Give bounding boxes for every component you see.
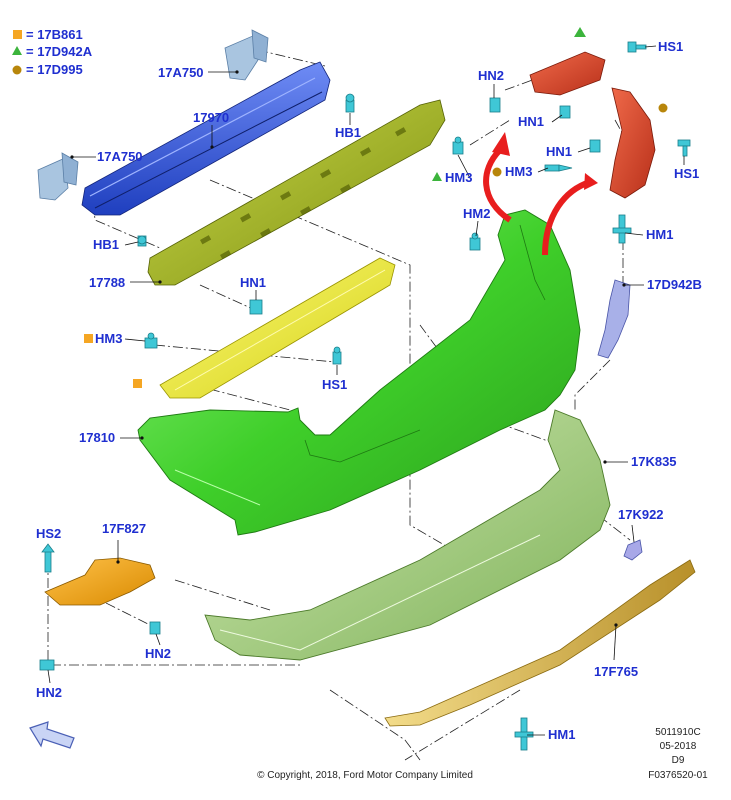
triangle-marker-icon (574, 27, 586, 37)
arrow-head-icon (492, 132, 510, 156)
orientation-arrow-icon (29, 721, 75, 749)
lower-absorber (159, 257, 396, 399)
bracket-17A750-top (224, 29, 269, 81)
label-hn2-left: HN2 (36, 685, 62, 700)
bracket-17D942A (529, 27, 606, 96)
label-hn1-mid: HN1 (240, 275, 266, 290)
label-17F827: 17F827 (102, 521, 146, 536)
figure-number: F0376520-01 (648, 770, 708, 781)
diffuser-trim-17F765 (384, 559, 696, 727)
clip-hs1-right-icon (677, 139, 691, 157)
clip-hn2-bottom-icon (149, 621, 161, 635)
clip-hs2-icon (41, 543, 55, 573)
label-hn2-top: HN2 (478, 68, 504, 83)
doc-date: 05-2018 (660, 741, 697, 752)
clip-hn1-top-icon (559, 105, 571, 119)
bracket-17F827 (44, 557, 156, 606)
legend-text-17B861: = 17B861 (26, 27, 83, 42)
square-marker-icon (84, 334, 93, 343)
clip-hn1-mid-icon (249, 299, 263, 315)
label-hn2-bottom: HN2 (145, 646, 171, 661)
reinforcement-beam-17970 (81, 61, 331, 216)
label-hm3-mid: HM3 (445, 170, 472, 185)
legend-text-17D995: = 17D995 (26, 62, 83, 77)
clip-hn1-right-icon (589, 139, 601, 153)
part-17K922 (623, 539, 643, 561)
part-labels: 17A750 17A750 17970 HB1 HB1 17788 HN1 HM… (36, 39, 702, 742)
bracket-17D942B (597, 279, 631, 359)
fasteners (39, 41, 691, 751)
label-hs1-mid: HS1 (322, 377, 347, 392)
label-hm1-bottom: HM1 (548, 727, 575, 742)
clip-hn2-top-icon (489, 97, 501, 113)
label-hm3-right: HM3 (505, 164, 532, 179)
clip-hb1-left-icon (137, 235, 147, 247)
label-17A750-top: 17A750 (158, 65, 204, 80)
legend-triangle-icon (12, 46, 22, 55)
leader-lines (47, 45, 685, 736)
label-hn1-top: HN1 (518, 114, 544, 129)
label-17K835: 17K835 (631, 454, 677, 469)
clip-hm1-bottom-icon (514, 717, 534, 751)
legend: = 17B861 = 17D942A = 17D995 (12, 27, 93, 77)
label-17D942B: 17D942B (647, 277, 702, 292)
clip-hm1-top-icon (612, 214, 632, 244)
label-hs1-right: HS1 (674, 166, 699, 181)
triangle-marker-icon (432, 172, 442, 181)
clip-hm3-left-icon (144, 332, 158, 349)
clip-hs1-top-icon (627, 41, 647, 53)
arrow-head-icon (584, 173, 598, 190)
label-hm1-top: HM1 (646, 227, 673, 242)
label-hs2: HS2 (36, 526, 61, 541)
clip-hm3-right-icon (544, 164, 573, 172)
copyright-text: © Copyright, 2018, Ford Motor Company Li… (257, 770, 473, 781)
circle-marker-icon (658, 103, 668, 113)
legend-circle-icon (12, 65, 22, 75)
bracket-17D995 (609, 87, 668, 199)
label-hm3-left: HM3 (95, 331, 122, 346)
doc-revision: D9 (672, 755, 685, 766)
label-hb1-left: HB1 (93, 237, 119, 252)
legend-text-17D942A: = 17D942A (26, 44, 93, 59)
circle-marker-icon (492, 167, 502, 177)
label-hs1-top: HS1 (658, 39, 683, 54)
energy-absorber-17788 (147, 99, 446, 286)
clip-hm3-mid-icon (452, 136, 464, 155)
label-hm2: HM2 (463, 206, 490, 221)
clip-hn2-left-icon (39, 659, 55, 671)
doc-code: 5011910C (655, 727, 700, 738)
label-17788: 17788 (89, 275, 125, 290)
label-17F765: 17F765 (594, 664, 638, 679)
bracket-17A750-left (37, 152, 79, 201)
clip-hm2-icon (469, 232, 481, 251)
label-hn1-right: HN1 (546, 144, 572, 159)
footer: © Copyright, 2018, Ford Motor Company Li… (257, 727, 708, 781)
label-17810: 17810 (79, 430, 115, 445)
square-marker-icon (133, 379, 142, 388)
label-hb1-top: HB1 (335, 125, 361, 140)
label-17970: 17970 (193, 110, 229, 125)
legend-square-icon (13, 30, 22, 39)
label-17K922: 17K922 (618, 507, 664, 522)
lower-cover-17K835 (204, 409, 611, 661)
clip-hb1-top-icon (345, 93, 355, 113)
red-arrows (483, 132, 598, 256)
clip-hs1-mid-icon (332, 346, 342, 365)
label-17A750-left: 17A750 (97, 149, 143, 164)
